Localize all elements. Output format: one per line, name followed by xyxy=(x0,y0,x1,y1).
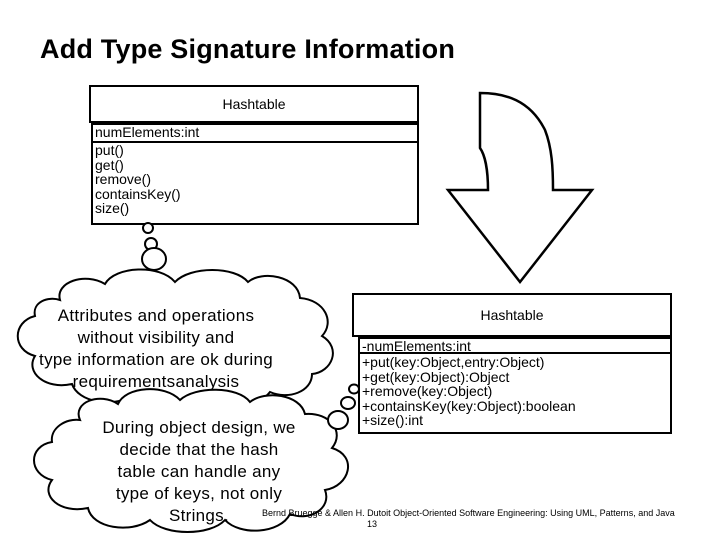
uml-class-after-name: Hashtable xyxy=(352,293,672,337)
cloud-line: Strings. xyxy=(168,506,230,525)
thought-bubble-small xyxy=(142,222,154,234)
transform-arrow xyxy=(445,91,595,285)
uml-class-before-attributes: numElements:int xyxy=(91,123,419,143)
footer-citation: Bernd Bruegge & Allen H. Dutoit Object-O… xyxy=(262,508,675,518)
uml-operation: size() xyxy=(95,200,130,216)
uml-operation: +containsKey(key:Object):boolean xyxy=(362,397,576,414)
footer: Bernd Bruegge & Allen H. Dutoit Object-O… xyxy=(262,508,675,530)
cloud-line: Attributes and operations xyxy=(57,306,255,325)
uml-operation: remove() xyxy=(95,171,152,187)
cloud-1-text: Attributes and operations without visibi… xyxy=(15,305,297,393)
uml-class-before-name: Hashtable xyxy=(89,85,419,123)
uml-attribute: -numElements:int xyxy=(362,338,471,354)
cloud-1-shape xyxy=(16,268,334,408)
uml-operation: +size():int xyxy=(362,412,424,428)
page-number: 13 xyxy=(367,519,378,529)
uml-class-after-attributes: -numElements:int xyxy=(358,337,672,354)
uml-class-before-operations: put() get() remove() containsKey() size(… xyxy=(91,143,419,225)
uml-attribute: numElements:int xyxy=(95,124,200,140)
cloud-2-text: During object design, we decide that the… xyxy=(70,417,328,527)
cloud-line: table can handle any xyxy=(117,462,281,481)
cloud-line: type of keys, not only xyxy=(115,484,283,503)
uml-operation: get() xyxy=(95,156,124,173)
uml-class-after-operations: +put(key:Object,entry:Object) +get(key:O… xyxy=(358,354,672,434)
thought-bubble-large xyxy=(141,247,167,271)
cloud-line: decide that the hash xyxy=(119,440,279,459)
cloud-line: During object design, we xyxy=(102,418,296,437)
slide-title: Add Type Signature Information xyxy=(40,34,456,64)
cloud-2-shape xyxy=(33,383,360,533)
uml-operation: +put(key:Object,entry:Object) xyxy=(362,354,545,370)
cloud-line: without visibility and xyxy=(77,328,235,347)
uml-operation: put() xyxy=(95,142,124,158)
uml-operation: +remove(key:Object) xyxy=(362,383,493,399)
uml-operation: +get(key:Object):Object xyxy=(362,368,510,385)
cloud-line: requirementsanalysis xyxy=(72,372,240,391)
uml-operation: containsKey() xyxy=(95,185,181,202)
cloud-line: type information are ok during xyxy=(39,350,273,369)
